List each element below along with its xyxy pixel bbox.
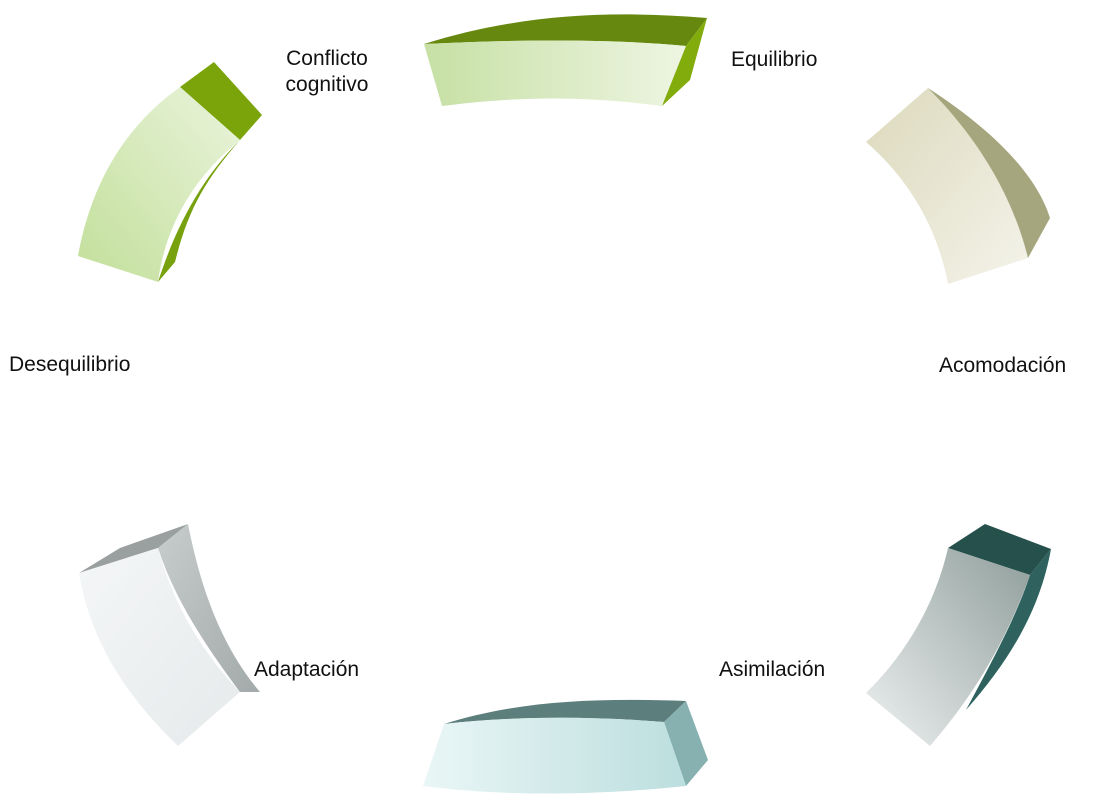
segment-acomodacion bbox=[866, 88, 1050, 284]
segment-equilibrio bbox=[424, 14, 707, 106]
segment-asimilacion bbox=[866, 524, 1051, 746]
label-acomodacion: Acomodación bbox=[939, 354, 1067, 377]
label-asimilacion: Asimilación bbox=[719, 658, 826, 681]
segment-bottom bbox=[423, 699, 708, 794]
label-conflicto-cognitivo: Conflicto cognitivo bbox=[285, 47, 369, 96]
label-desequilibrio: Desequilibrio bbox=[9, 353, 131, 376]
label-equilibrio: Equilibrio bbox=[731, 48, 818, 71]
segment-conflicto-cognitivo bbox=[78, 62, 262, 282]
label-adaptacion: Adaptación bbox=[254, 658, 360, 681]
segment-adaptacion bbox=[79, 524, 260, 746]
